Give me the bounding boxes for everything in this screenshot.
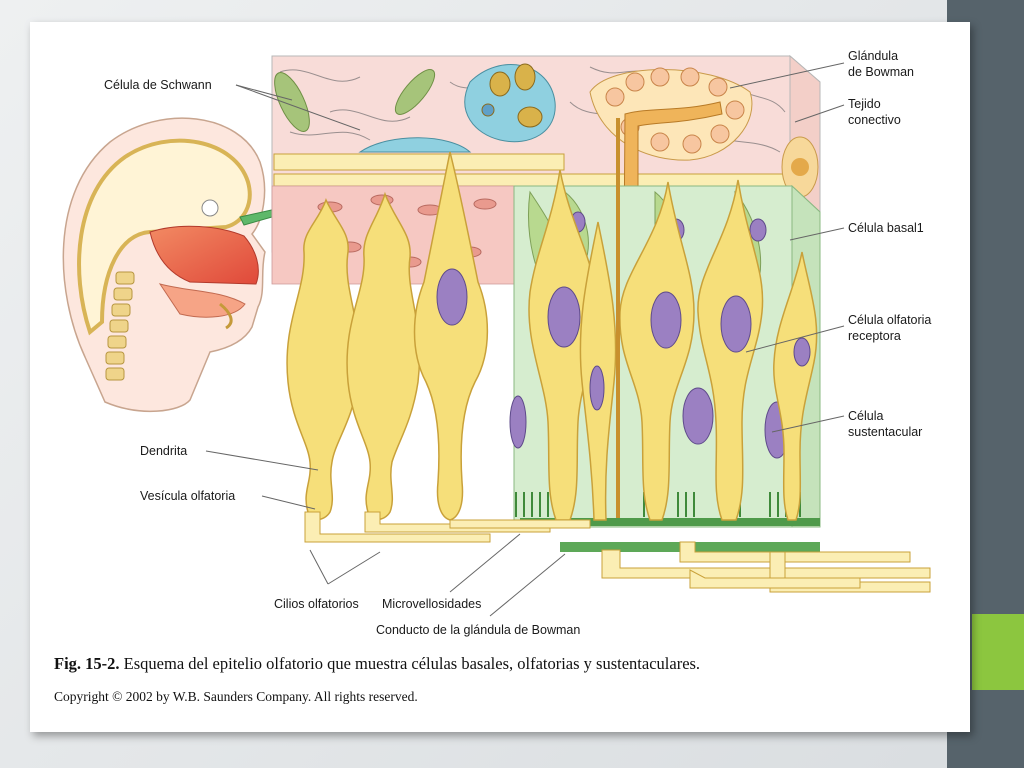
caption-number: Fig. 15-2.: [54, 654, 120, 673]
label-receptor: Célula olfatoria: [848, 313, 931, 327]
slide-accent-tab: [972, 614, 1024, 690]
head-profile: [62, 117, 310, 412]
figure-card: Célula de Schwann Glándula de Bowman Tej…: [30, 22, 970, 732]
diagram-labels: Célula de Schwann Glándula de Bowman Tej…: [104, 49, 931, 637]
neuron-nuclei: [436, 268, 811, 411]
figure-caption: Fig. 15-2. Esquema del epitelio olfatori…: [54, 654, 954, 674]
bowman-gland: [589, 67, 753, 523]
label-bowman-gland-2: de Bowman: [848, 65, 914, 79]
label-dendrite: Dendrita: [140, 444, 187, 458]
label-bowman-gland: Glándula: [848, 49, 898, 63]
axon-bundles: [304, 118, 931, 593]
label-basal: Célula basal1: [848, 221, 924, 235]
label-microvilli: Microvellosidades: [382, 597, 481, 611]
label-sustentacular: Célula: [848, 409, 883, 423]
leader-lines: [205, 62, 845, 617]
olfactory-epithelium-diagram: Célula de Schwann Glándula de Bowman Tej…: [62, 49, 931, 637]
label-vesicle: Vesícula olfatoria: [140, 489, 235, 503]
copyright-notice: Copyright © 2002 by W.B. Saunders Compan…: [54, 689, 418, 704]
label-cilia: Cilios olfatorios: [274, 597, 359, 611]
label-receptor-2: receptora: [848, 329, 901, 343]
label-connective: Tejido: [848, 97, 881, 111]
caption-text: Esquema del epitelio olfatorio que muest…: [119, 654, 701, 673]
label-duct: Conducto de la glándula de Bowman: [376, 623, 580, 637]
label-schwann: Célula de Schwann: [104, 78, 212, 92]
label-sustentacular-2: sustentacular: [848, 425, 922, 439]
label-connective-2: conectivo: [848, 113, 901, 127]
